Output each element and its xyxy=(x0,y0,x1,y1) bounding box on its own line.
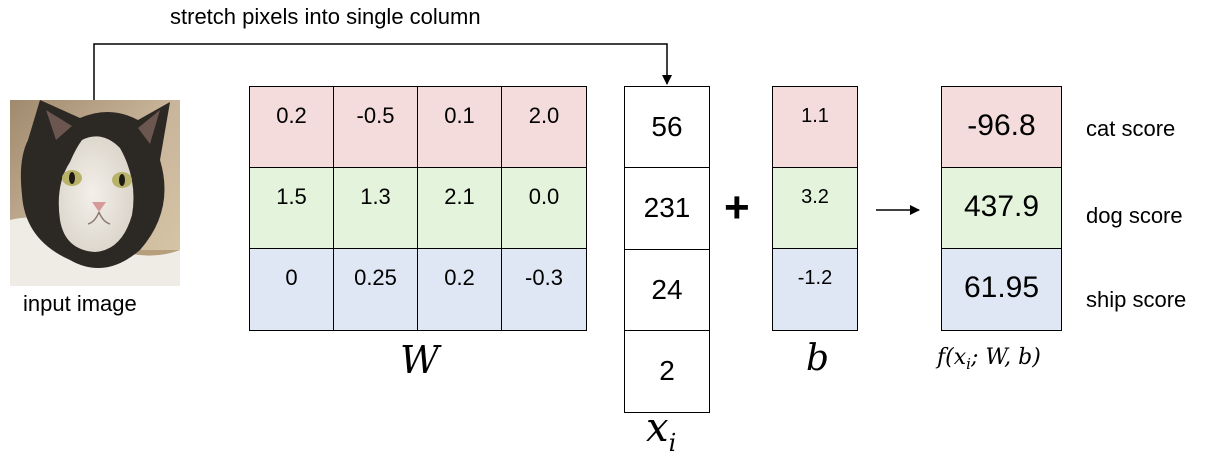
bias-cell: 1.1 xyxy=(773,87,857,168)
bias-cell: -1.2 xyxy=(773,249,857,330)
bias-symbol: b xyxy=(806,338,830,379)
weight-cell: 0 xyxy=(250,249,334,330)
input-image-caption: input image xyxy=(23,291,137,316)
weight-matrix: 0.2 -0.5 0.1 2.0 1.5 1.3 2.1 0.0 0 0.25 … xyxy=(249,86,587,331)
bias-column: 1.1 3.2 -1.2 xyxy=(772,86,858,331)
pixel-cell: 24 xyxy=(625,250,709,331)
ship-score-label: ship score xyxy=(1086,287,1187,312)
pixel-symbol: xi xyxy=(646,405,677,457)
dog-score-label: dog score xyxy=(1086,203,1183,228)
weight-cell: -0.3 xyxy=(502,249,586,330)
weight-cell: 0.25 xyxy=(334,249,418,330)
stretch-arrow xyxy=(93,43,672,100)
plus-operator: + xyxy=(724,183,750,232)
weight-cell: 1.3 xyxy=(334,168,418,249)
cat-image xyxy=(10,100,180,286)
bias-cell: 3.2 xyxy=(773,168,857,249)
weight-cell: 0.0 xyxy=(502,168,586,249)
weight-cell: -0.5 xyxy=(334,87,418,168)
weight-cell: 2.0 xyxy=(502,87,586,168)
score-cell: -96.8 xyxy=(942,87,1061,168)
weight-cell: 0.2 xyxy=(250,87,334,168)
weight-cell: 2.1 xyxy=(418,168,502,249)
score-function-label: f(xi; W, b) xyxy=(937,345,1041,373)
weight-cell: 0.1 xyxy=(418,87,502,168)
cat-score-label: cat score xyxy=(1086,116,1176,141)
score-cell: 61.95 xyxy=(942,249,1061,330)
pixel-cell: 56 xyxy=(625,87,709,169)
weight-cell: 0.2 xyxy=(418,249,502,330)
weight-cell: 1.5 xyxy=(250,168,334,249)
pixel-cell: 2 xyxy=(659,355,675,387)
score-column: -96.8 437.9 61.95 xyxy=(941,86,1062,331)
stretch-annotation: stretch pixels into single column xyxy=(170,4,481,29)
pixel-column: 56 231 24 2 xyxy=(624,86,710,413)
score-cell: 437.9 xyxy=(942,168,1061,249)
weight-symbol: W xyxy=(400,338,440,382)
pixel-cell: 231 xyxy=(625,168,709,250)
